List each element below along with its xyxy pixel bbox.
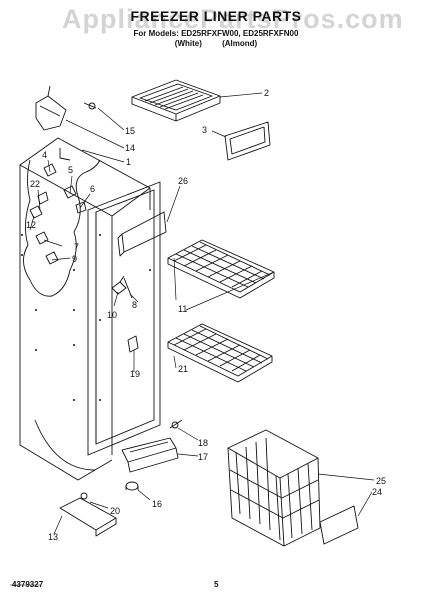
part-21-wire-shelf xyxy=(167,323,273,383)
part-25-basket xyxy=(227,429,321,547)
callout-6: 6 xyxy=(90,184,95,194)
callout-10: 10 xyxy=(107,310,117,320)
color-variants: (White) (Almond) xyxy=(174,39,258,48)
callout-8: 8 xyxy=(132,300,137,310)
callout-26: 26 xyxy=(178,176,188,186)
part-26-guard xyxy=(117,211,167,257)
part-24-basket-front xyxy=(319,505,359,545)
freezer-liner xyxy=(19,137,151,481)
callout-22: 22 xyxy=(30,179,40,189)
callout-1: 1 xyxy=(126,157,131,167)
part-3-tray xyxy=(224,121,271,161)
callout-13: 13 xyxy=(48,532,58,542)
diagram-title: FREEZER LINER PARTS xyxy=(130,8,302,24)
callout-24: 24 xyxy=(372,487,382,497)
callout-9: 9 xyxy=(72,254,77,264)
part-16-cap xyxy=(125,481,139,491)
callout-18: 18 xyxy=(198,438,208,448)
model-numbers: For Models: ED25RFXFW00, ED25RFXFN00 xyxy=(133,29,299,38)
callout-15: 15 xyxy=(125,126,135,136)
page-number: 5 xyxy=(214,580,219,589)
callout-19: 19 xyxy=(130,369,140,379)
callout-20: 20 xyxy=(110,506,120,516)
callout-7: 7 xyxy=(74,242,79,252)
part-14-bracket xyxy=(35,85,67,131)
document-number: 4379327 xyxy=(12,580,44,589)
callout-25: 25 xyxy=(376,476,386,486)
part-15-screw xyxy=(83,102,97,110)
leader-lines xyxy=(29,92,375,535)
callout-12: 12 xyxy=(26,220,36,230)
callout-21: 21 xyxy=(178,364,188,374)
callout-4: 4 xyxy=(42,150,47,160)
part-11-wire-shelf xyxy=(167,239,275,299)
part-13-bracket xyxy=(59,492,117,537)
callout-2: 2 xyxy=(264,88,269,98)
liner-front-panel xyxy=(87,181,161,456)
part-17-housing xyxy=(121,437,179,473)
part-18-screw xyxy=(169,419,183,429)
part-8-bracket xyxy=(111,275,133,299)
callout-5: 5 xyxy=(68,165,73,175)
callout-17: 17 xyxy=(198,452,208,462)
callout-16: 16 xyxy=(152,499,162,509)
watermark: AppliancePartsPros.com xyxy=(62,4,404,34)
part-2-shelf xyxy=(131,79,221,122)
part-19-clip xyxy=(127,335,139,353)
callout-3: 3 xyxy=(202,125,207,135)
callout-14: 14 xyxy=(125,143,135,153)
callout-11: 11 xyxy=(178,304,187,314)
